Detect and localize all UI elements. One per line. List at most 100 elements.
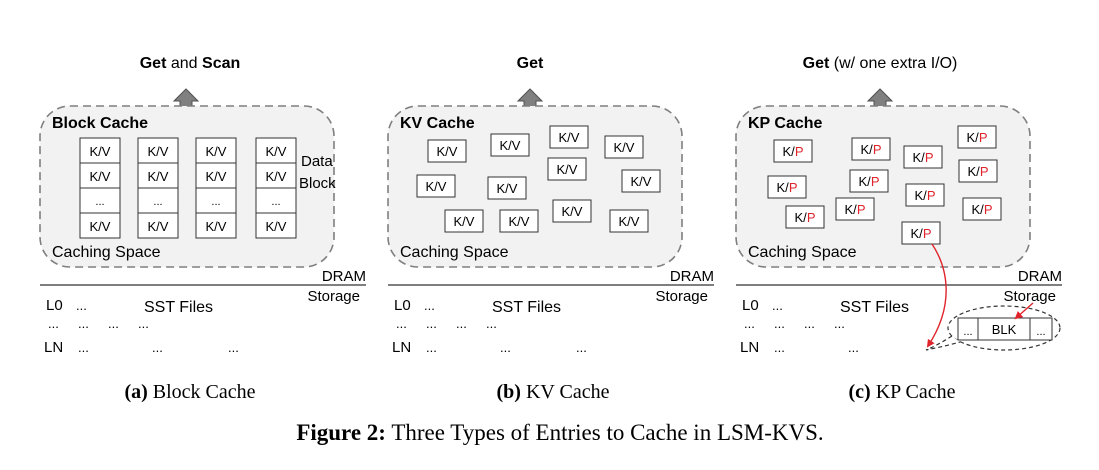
data-block-column-2: K/V K/V ... K/V [137, 137, 179, 239]
ellipsis: ... [774, 340, 785, 355]
ellipsis: ... [396, 316, 407, 331]
data-block-label-line1: Data [301, 153, 333, 170]
ellipsis-cell: ... [271, 196, 280, 208]
ellipsis: ... [834, 316, 845, 331]
kv-cell: K/V [90, 144, 111, 159]
data-block-column-1: K/V K/V ... K/V [79, 137, 121, 239]
op-label-kv: Get [517, 55, 544, 72]
ellipsis: ... [500, 340, 511, 355]
panel-title-block: Block Cache [52, 115, 148, 132]
ellipsis: ... [152, 340, 163, 355]
ellipsis: ... [963, 326, 972, 338]
level-l0-kv: L0 [394, 297, 411, 314]
kv-entry: K/V [552, 199, 592, 223]
kv-entry-label: K/V [437, 144, 458, 159]
kp-entry-label: K/P [777, 180, 798, 195]
kv-entry-label: K/V [619, 214, 640, 229]
level-ln-kv: LN [392, 339, 411, 356]
kv-entry-label: K/V [497, 181, 518, 196]
ellipsis: ... [804, 316, 815, 331]
kv-entry: K/V [621, 169, 661, 193]
kv-entry: K/V [609, 209, 649, 233]
kv-cell: K/V [90, 169, 111, 184]
kp-entry: K/P [958, 159, 998, 183]
kp-entry-label: K/P [972, 202, 993, 217]
kv-cell: K/V [266, 219, 287, 234]
sst-files-label-block: SST Files [144, 299, 213, 316]
panel-title-kv: KV Cache [400, 115, 475, 132]
kv-cell: K/V [206, 144, 227, 159]
kv-cell: K/V [206, 219, 227, 234]
pointer-arrow-blk-icon [1014, 302, 1034, 320]
kv-cell: K/V [90, 219, 111, 234]
kp-entry-label: K/P [845, 202, 866, 217]
panel-kp-cache: Get (w/ one extra I/O) KP Cache K/P K/P … [735, 55, 1062, 403]
caching-space-label-block: Caching Space [52, 244, 161, 261]
ellipsis: ... [426, 340, 437, 355]
data-block-column-3: K/V K/V ... K/V [195, 137, 237, 239]
kp-entry-label: K/P [913, 150, 934, 165]
kp-entry-label: K/P [861, 142, 882, 157]
kv-cell: K/V [266, 169, 287, 184]
kv-entry: K/V [547, 157, 587, 181]
kp-entry: K/P [835, 197, 875, 221]
kv-entry-label: K/V [500, 138, 521, 153]
level-l0-block: L0 [46, 297, 63, 314]
kp-entry: K/P [905, 183, 945, 207]
panel-kv-cache: Get KV Cache K/V K/V K/V K/V K/V K/V K/V… [387, 55, 714, 403]
kp-entry-label: K/P [795, 210, 816, 225]
kv-entry-label: K/V [426, 179, 447, 194]
kv-entry: K/V [444, 209, 484, 233]
kv-entry-label: K/V [509, 214, 530, 229]
ellipsis: ... [848, 340, 859, 355]
kp-entry: K/P [773, 139, 813, 163]
ellipsis: ... [108, 316, 119, 331]
kv-cell: K/V [148, 219, 169, 234]
sst-files-label-kp: SST Files [840, 299, 909, 316]
kv-entry-label: K/V [614, 140, 635, 155]
storage-label-kp: Storage [1003, 288, 1056, 305]
kp-entry-highlighted: K/P [901, 221, 941, 245]
kp-entry: K/P [849, 169, 889, 193]
kp-entry-label: K/P [915, 188, 936, 203]
data-block-column-4: K/V K/V ... K/V [255, 137, 297, 239]
kv-cell: K/V [148, 144, 169, 159]
ellipsis: ... [1036, 326, 1045, 338]
data-block-label-line2: Block [299, 175, 336, 192]
ellipsis: ... [576, 340, 587, 355]
storage-block-row [957, 317, 1053, 341]
ellipsis: ... [424, 298, 435, 313]
op-label-kp: Get (w/ one extra I/O) [803, 55, 958, 72]
ellipsis: ... [76, 298, 87, 313]
ellipsis: ... [78, 316, 89, 331]
ellipsis: ... [228, 340, 239, 355]
ellipsis-cell: ... [95, 196, 104, 208]
kp-entry-label: K/P [967, 130, 988, 145]
kp-entry: K/P [962, 197, 1002, 221]
level-l0-kp: L0 [742, 297, 759, 314]
kv-entry: K/V [416, 174, 456, 198]
kv-entry-label: K/V [557, 162, 578, 177]
kp-entry: K/P [957, 125, 997, 149]
level-ln-kp: LN [740, 339, 759, 356]
sst-files-label-kv: SST Files [492, 299, 561, 316]
kv-cell: K/V [206, 169, 227, 184]
kv-entry: K/V [499, 209, 539, 233]
kp-entry: K/P [903, 145, 943, 169]
kv-entry: K/V [427, 139, 467, 163]
ellipsis-cell: ... [153, 196, 162, 208]
dram-label-kv: DRAM [670, 268, 714, 285]
kv-entry: K/V [490, 133, 530, 157]
ellipsis: ... [48, 316, 59, 331]
blk-cell: BLK [992, 322, 1017, 337]
storage-label-block: Storage [307, 288, 360, 305]
caption-a: (a) Block Cache [124, 381, 255, 403]
ellipsis: ... [78, 340, 89, 355]
kp-entry-label: K/P [968, 164, 989, 179]
caption-b: (b) KV Cache [497, 381, 610, 403]
ellipsis: ... [138, 316, 149, 331]
ellipsis: ... [774, 316, 785, 331]
ellipsis: ... [772, 298, 783, 313]
